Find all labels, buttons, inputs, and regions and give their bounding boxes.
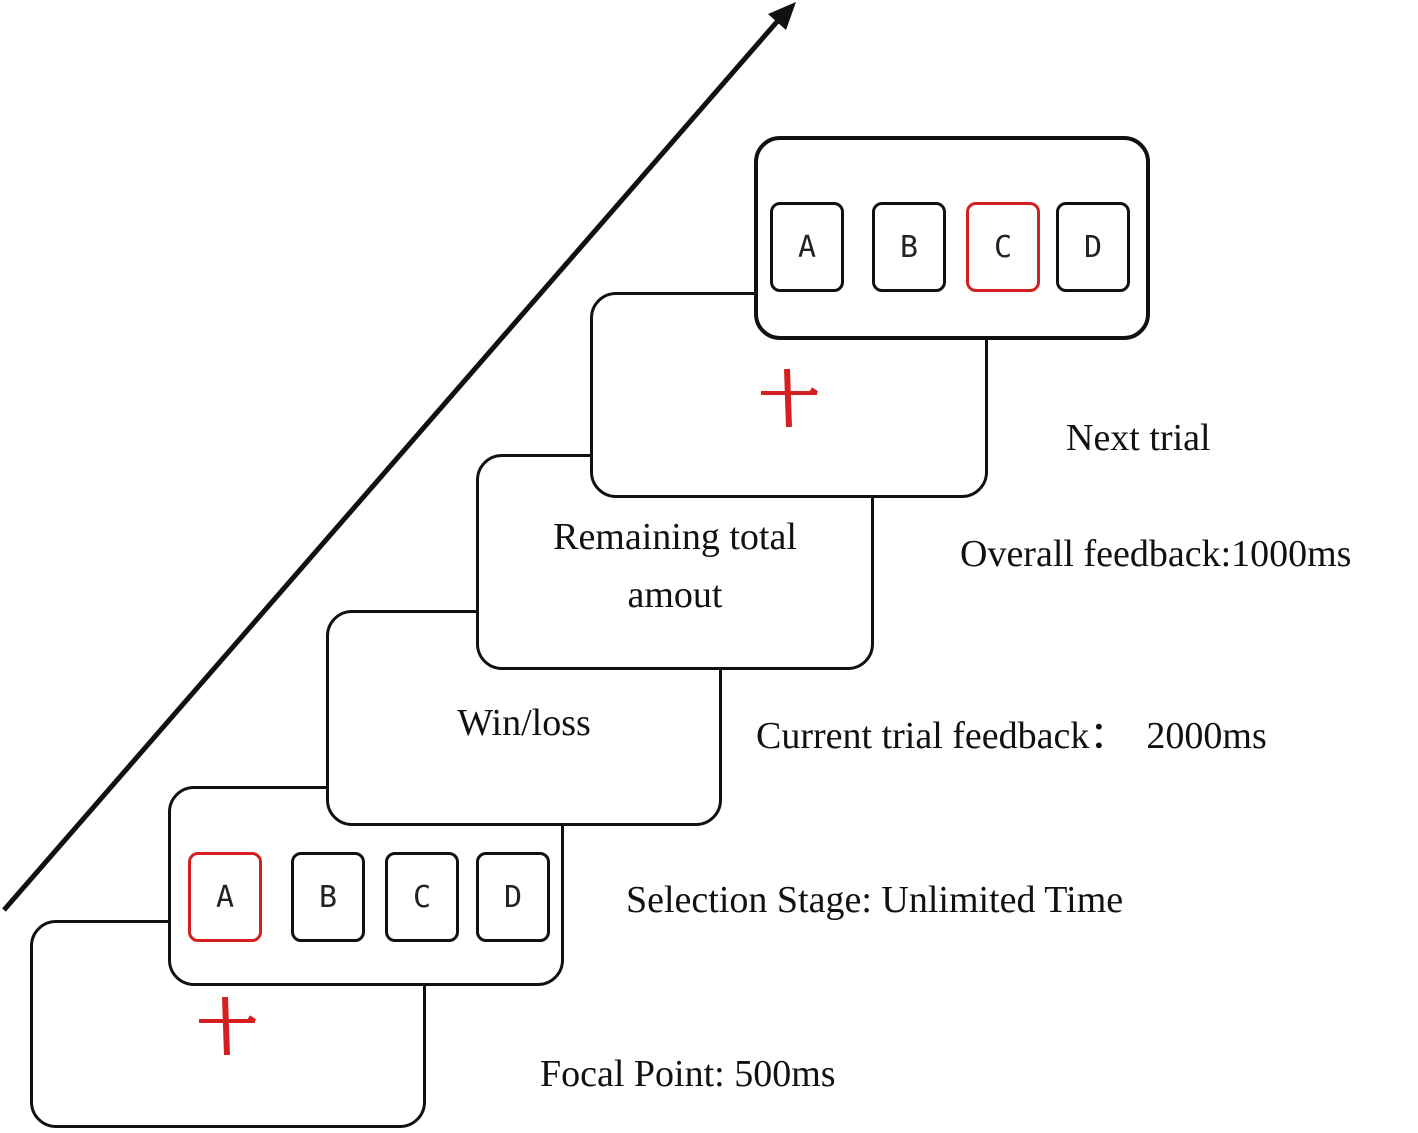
deck-card-label: B (899, 229, 919, 265)
win-loss-text: Win/loss (457, 702, 591, 744)
deck-card-c[interactable]: C (385, 852, 459, 942)
overall-feedback-label: Overall feedback:1000ms (960, 533, 1352, 575)
deck-card-label: D (1083, 229, 1103, 265)
deck-card-b[interactable]: B (872, 202, 946, 292)
focal-point-label: Focal Point: 500ms (540, 1053, 836, 1095)
current-trial-feedback-label: Current trial feedback： 2000ms (756, 715, 1267, 757)
deck-card-a[interactable]: A (188, 852, 262, 942)
deck-card-a[interactable]: A (770, 202, 844, 292)
next-trial-label: Next trial (1066, 417, 1211, 459)
deck-card-d[interactable]: D (476, 852, 550, 942)
deck-card-label: D (503, 879, 523, 915)
remaining-total-text-line2: amout (627, 574, 723, 616)
next-selection-screen: A B C D (754, 136, 1150, 340)
selection-stage-label: Selection Stage: Unlimited Time (626, 879, 1124, 921)
deck-card-label: A (797, 229, 817, 265)
deck-card-c[interactable]: C (966, 202, 1040, 292)
deck-card-b[interactable]: B (291, 852, 365, 942)
deck-card-label: C (412, 879, 432, 915)
remaining-total-text-line1: Remaining total (553, 516, 797, 558)
fixation-cross-icon (761, 368, 819, 428)
fixation-cross-icon (199, 996, 257, 1056)
deck-card-label: B (318, 879, 338, 915)
deck-card-label: C (993, 229, 1013, 265)
deck-card-d[interactable]: D (1056, 202, 1130, 292)
deck-card-label: A (215, 879, 235, 915)
